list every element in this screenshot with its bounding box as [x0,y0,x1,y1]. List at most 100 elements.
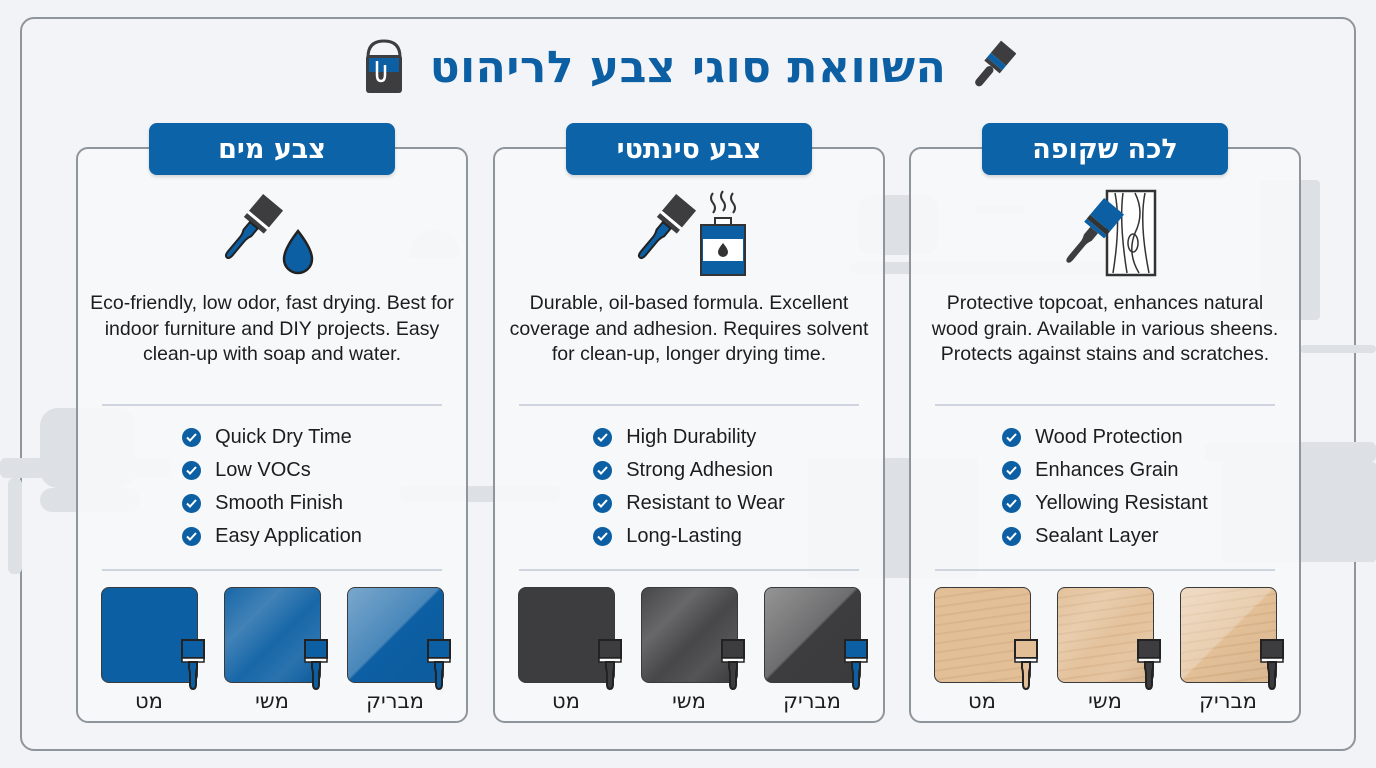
title-row: השוואת סוגי צבע לריהוט [0,34,1376,100]
divider [935,404,1275,406]
feature-label: Enhances Grain [1035,459,1179,481]
paintbrush-icon [843,639,868,691]
divider [519,569,859,571]
feature-label: Easy Application [215,525,362,547]
feature-label: Sealant Layer [1035,525,1159,547]
check-circle-icon [182,527,202,546]
paintbrush-icon [1013,639,1038,691]
card-header: לכה שקופה [982,123,1228,175]
check-circle-icon [1002,527,1022,546]
paint-bucket-icon [365,39,402,93]
feature-label: Yellowing Resistant [1035,492,1208,514]
finish-sample [1179,587,1277,683]
finish-label: משי [255,689,289,713]
check-circle-icon [593,527,613,546]
feature-item: Strong Adhesion [593,454,785,487]
check-circle-icon [182,461,202,480]
card-header: צבע מים [149,123,395,175]
feature-item: Yellowing Resistant [1002,487,1208,520]
feature-item: Resistant to Wear [593,487,785,520]
feature-label: Quick Dry Time [215,426,352,448]
finish-sample [763,587,861,683]
finish-swatches: מט משי מבריק [495,587,883,713]
paintbrush-wood-grain-icon [1066,189,1157,277]
swatch-gloss: מבריק [1179,587,1284,713]
feature-label: Smooth Finish [215,492,343,514]
paint-type-card-1: צבע מים Eco-friendly, low odor, fast dry… [76,123,468,723]
swatch-gloss: מבריק [346,587,451,713]
finish-label: משי [672,689,706,713]
swatch-matte: מט [517,587,622,713]
swatch-satin: משי [223,587,328,713]
feature-label: High Durability [626,426,757,448]
divider [102,404,442,406]
feature-item: Smooth Finish [182,487,362,520]
finish-sample [346,587,444,683]
card-description: Eco-friendly, low odor, fast drying. Bes… [90,292,454,365]
check-circle-icon [182,494,202,513]
feature-item: Long-Lasting [593,520,785,553]
card-description: Durable, oil-based formula. Excellent co… [509,292,869,365]
swatch-satin: משי [640,587,745,713]
paintbrush-icon [1259,639,1284,691]
finish-sample [517,587,615,683]
feature-item: Sealant Layer [1002,520,1208,553]
paintbrush-icon [975,40,1017,87]
paintbrush-icon [180,639,205,691]
feature-label: Strong Adhesion [626,459,773,481]
finish-sample [223,587,321,683]
feature-item: Quick Dry Time [182,421,362,454]
divider [102,569,442,571]
check-circle-icon [1002,428,1022,447]
finish-label: מט [968,689,996,713]
paintbrush-icon [597,639,622,691]
finish-sample [933,587,1031,683]
finish-swatches: מט משי מבריק [911,587,1299,713]
feature-item: Low VOCs [182,454,362,487]
check-circle-icon [593,494,613,513]
finish-sample [1056,587,1154,683]
finish-label: מט [552,689,580,713]
feature-label: Low VOCs [215,459,311,481]
feature-label: Resistant to Wear [626,492,785,514]
paintbrush-icon [426,639,451,691]
swatch-gloss: מבריק [763,587,868,713]
paint-type-card-2: צבע סינתטי Durable, oil-based formula. E… [493,123,885,723]
check-circle-icon [1002,494,1022,513]
finish-label: מט [135,689,163,713]
paintbrush-water-drop-icon [224,193,314,275]
feature-label: Long-Lasting [626,525,742,547]
card-description: Protective topcoat, enhances natural woo… [931,292,1279,365]
check-circle-icon [593,428,613,447]
swatch-matte: מט [100,587,205,713]
finish-sample [100,587,198,683]
check-circle-icon [593,461,613,480]
finish-sample [640,587,738,683]
card-header: צבע סינתטי [566,123,812,175]
divider [935,569,1275,571]
paintbrush-icon [720,639,745,691]
feature-item: Wood Protection [1002,421,1208,454]
finish-label: משי [1088,689,1122,713]
divider [519,404,859,406]
check-circle-icon [1002,461,1022,480]
swatch-matte: מט [933,587,1038,713]
finish-label: מבריק [1199,689,1257,713]
feature-item: Enhances Grain [1002,454,1208,487]
finish-swatches: מט משי מבריק [78,587,466,713]
page-title: השוואת סוגי צבע לריהוט [429,41,947,93]
paint-type-card-3: לכה שקופה Protective topcoat, enhances n… [909,123,1301,723]
check-circle-icon [182,428,202,447]
paintbrush-oil-can-icon [637,190,746,276]
finish-label: מבריק [366,689,424,713]
feature-item: High Durability [593,421,785,454]
swatch-satin: משי [1056,587,1161,713]
finish-label: מבריק [783,689,841,713]
feature-label: Wood Protection [1035,426,1183,448]
paintbrush-icon [303,639,328,691]
paintbrush-icon [1136,639,1161,691]
feature-item: Easy Application [182,520,362,553]
